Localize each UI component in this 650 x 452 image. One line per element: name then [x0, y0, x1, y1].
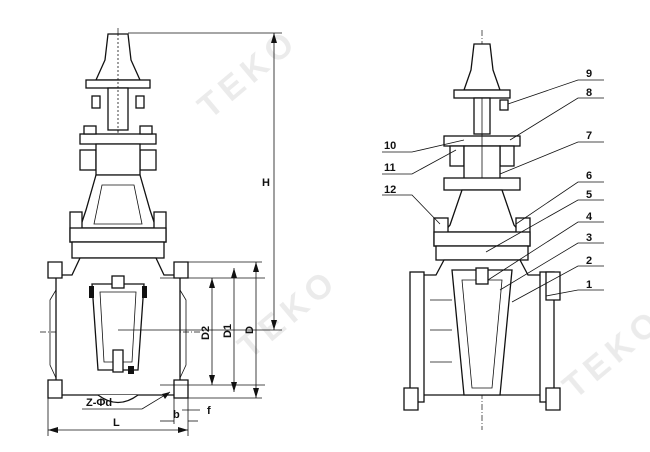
- leader-12: [382, 194, 441, 225]
- dim-d2-arrow-bottom: [209, 375, 215, 385]
- right-cap-plate: [453, 89, 511, 99]
- left-flange-top-r: [173, 261, 189, 279]
- part-leaders: [382, 79, 604, 303]
- part-number-8: 8: [586, 87, 592, 99]
- dim-d-label: D: [244, 326, 256, 334]
- left-bonnet: [79, 174, 157, 229]
- watermark-text-2: TEKO: [231, 261, 346, 366]
- dim-bolt-arrow: [162, 392, 170, 399]
- left-gland-bolt-l: [79, 149, 97, 171]
- right-stem-cap: [463, 43, 501, 91]
- left-packing-box: [95, 143, 141, 176]
- left-port-l: [49, 289, 57, 379]
- left-seat-r: [142, 286, 147, 298]
- right-packing-flange: [443, 177, 521, 191]
- right-cap-screw: [499, 99, 509, 111]
- left-wedge-inner: [99, 291, 137, 363]
- part-number-12: 12: [384, 184, 396, 196]
- dim-b-label: b: [173, 409, 180, 421]
- leader-5: [485, 199, 604, 253]
- left-wedge: [91, 283, 145, 371]
- dim-d-arrow-bottom: [253, 388, 259, 398]
- dim-d2-arrow-top: [209, 278, 215, 288]
- dim-h-arrow-top: [271, 33, 277, 43]
- part-number-9: 9: [586, 68, 592, 80]
- left-flange-bot-l: [47, 379, 63, 399]
- dim-d1-label: D1: [222, 324, 234, 338]
- part-number-4: 4: [586, 211, 593, 223]
- part-number-3: 3: [586, 232, 592, 244]
- left-stem-cap: [94, 33, 142, 81]
- left-gland-bolt-r: [139, 149, 157, 171]
- right-view: 9 8 7 6 5 4 3 2 1 10 11 12: [382, 30, 604, 430]
- leader-10: [382, 139, 465, 153]
- part-number-1: 1: [586, 279, 592, 291]
- part-number-6: 6: [586, 170, 592, 182]
- leader-9: [507, 79, 604, 105]
- left-gland-nut-r: [139, 125, 153, 135]
- right-flange-bottom-r: [545, 387, 561, 411]
- left-seat-l: [89, 286, 94, 298]
- dim-d1-arrow-bottom: [231, 382, 237, 392]
- right-body-flange: [435, 245, 529, 261]
- right-stem-nut: [475, 267, 489, 285]
- leader-7: [499, 141, 604, 175]
- dim-d1-arrow-top: [231, 268, 237, 278]
- right-flange-top-r: [545, 271, 561, 301]
- leader-1: [545, 289, 604, 297]
- left-cap-bolt: [91, 95, 101, 109]
- left-port-r: [179, 289, 187, 379]
- left-gland-nut-l: [83, 125, 97, 135]
- right-gland-bolt-l: [449, 145, 465, 167]
- dim-h-label: H: [262, 177, 270, 189]
- dim-h-arrow-bottom: [271, 320, 277, 330]
- leader-8: [509, 97, 604, 141]
- dim-l-arrow-left: [48, 427, 58, 433]
- left-flange-bot-r: [173, 379, 189, 399]
- dim-bolt-label: Z-Φd: [86, 397, 112, 409]
- left-body-bottom: [97, 394, 139, 404]
- dim-d-arrow-top: [253, 262, 259, 272]
- right-wedge: [451, 269, 513, 396]
- watermark-text-3: TEKO: [556, 301, 650, 406]
- part-number-10: 10: [384, 140, 396, 152]
- leader-11: [382, 149, 457, 175]
- dim-f-label: f: [207, 405, 211, 417]
- left-gland-flange: [79, 133, 157, 145]
- left-stem-nut: [111, 275, 125, 289]
- right-flange-bottom-l: [403, 387, 419, 411]
- part-number-5: 5: [586, 189, 592, 201]
- leader-6: [515, 181, 604, 225]
- right-flange-l: [409, 271, 425, 403]
- part-number-2: 2: [586, 255, 592, 267]
- left-bonnet-inner: [93, 184, 143, 225]
- dim-l-arrow-right: [178, 427, 188, 433]
- dim-l-label: L: [113, 417, 120, 429]
- dim-d2-label: D2: [200, 326, 212, 340]
- right-gland-bolt-r: [499, 145, 515, 167]
- watermark-text-1: TEKO: [191, 21, 306, 126]
- left-cap-bolt-right: [135, 95, 145, 109]
- right-bonnet-flange: [433, 231, 531, 247]
- left-body-flange: [71, 241, 165, 259]
- left-flange-top-l: [47, 261, 63, 279]
- left-view: H D2 D1 D Z-Φd L b f: [40, 28, 282, 436]
- left-bonnet-flange: [69, 227, 167, 243]
- left-seat-bottom: [128, 366, 134, 374]
- leader-3: [499, 242, 604, 291]
- part-number-11: 11: [384, 162, 396, 174]
- left-wedge-slot: [112, 349, 124, 373]
- leader-4: [487, 221, 604, 281]
- leader-2: [511, 265, 604, 303]
- part-number-7: 7: [586, 130, 592, 142]
- right-bonnet: [442, 189, 522, 233]
